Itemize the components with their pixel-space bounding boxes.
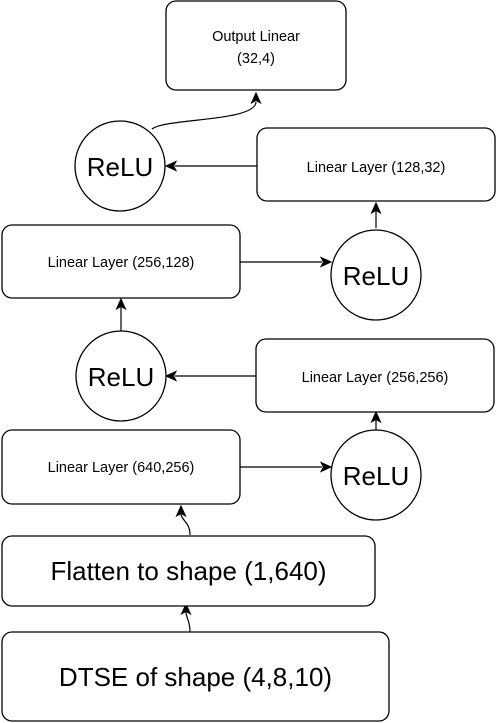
arrow-head-icon [180, 602, 192, 616]
flatten-label: Flatten to shape (1,640) [50, 556, 326, 586]
linear-640-256-label: Linear Layer (640,256) [48, 460, 195, 476]
node-linear-256-256: Linear Layer (256,256) [255, 338, 495, 413]
relu-label: ReLU [343, 261, 409, 291]
node-relu-low-right: ReLU [330, 429, 422, 521]
output-linear-box [165, 0, 347, 91]
arrow-head-icon [115, 297, 127, 311]
relu-circle [330, 229, 422, 321]
relu-circle [74, 120, 166, 212]
arrow-head-icon [370, 410, 382, 424]
arrow-head-icon [319, 461, 333, 473]
relu-label: ReLU [88, 362, 154, 392]
linear-128-32-box [256, 127, 496, 202]
arrow-head-icon [250, 91, 262, 105]
linear-256-128-label: Linear Layer (256,128) [48, 255, 195, 271]
relu-label: ReLU [87, 152, 153, 182]
relu-label: ReLU [343, 461, 409, 491]
dtse-box [1, 631, 390, 722]
relu-circle [75, 330, 167, 422]
linear-256-128-box [1, 224, 241, 299]
arrow-head-icon [175, 504, 187, 518]
dtse-label: DTSE of shape (4,8,10) [59, 662, 332, 692]
node-linear-256-128: Linear Layer (256,128) [1, 224, 241, 299]
arrow-head-icon [164, 370, 178, 382]
relu-circle [330, 429, 422, 521]
edge-relu-to-output-linear [151, 101, 257, 130]
node-relu-mid-left: ReLU [75, 330, 167, 422]
node-output-linear: Output Linear (32,4) [165, 0, 347, 91]
node-relu-top-left: ReLU [74, 120, 166, 212]
edges [115, 91, 382, 633]
node-relu-mid-right: ReLU [330, 229, 422, 321]
node-flatten: Flatten to shape (1,640) [1, 535, 376, 607]
arrow-head-icon [164, 160, 178, 172]
flatten-box [1, 535, 376, 607]
edge-dtse-to-flatten [185, 611, 191, 633]
linear-128-32-label: Linear Layer (128,32) [307, 160, 446, 176]
linear-256-256-label: Linear Layer (256,256) [302, 370, 449, 386]
linear-256-256-box [255, 338, 495, 413]
node-dtse: DTSE of shape (4,8,10) [1, 631, 390, 722]
node-linear-640-256: Linear Layer (640,256) [1, 429, 241, 505]
node-linear-128-32: Linear Layer (128,32) [256, 127, 496, 202]
arrow-head-icon [370, 201, 382, 215]
linear-640-256-box [1, 429, 241, 505]
edge-flatten-to-linear-640-256 [180, 513, 191, 536]
arrow-head-icon [319, 256, 333, 268]
output-linear-shape: (32,4) [237, 51, 275, 67]
output-linear-title: Output Linear [212, 29, 300, 45]
